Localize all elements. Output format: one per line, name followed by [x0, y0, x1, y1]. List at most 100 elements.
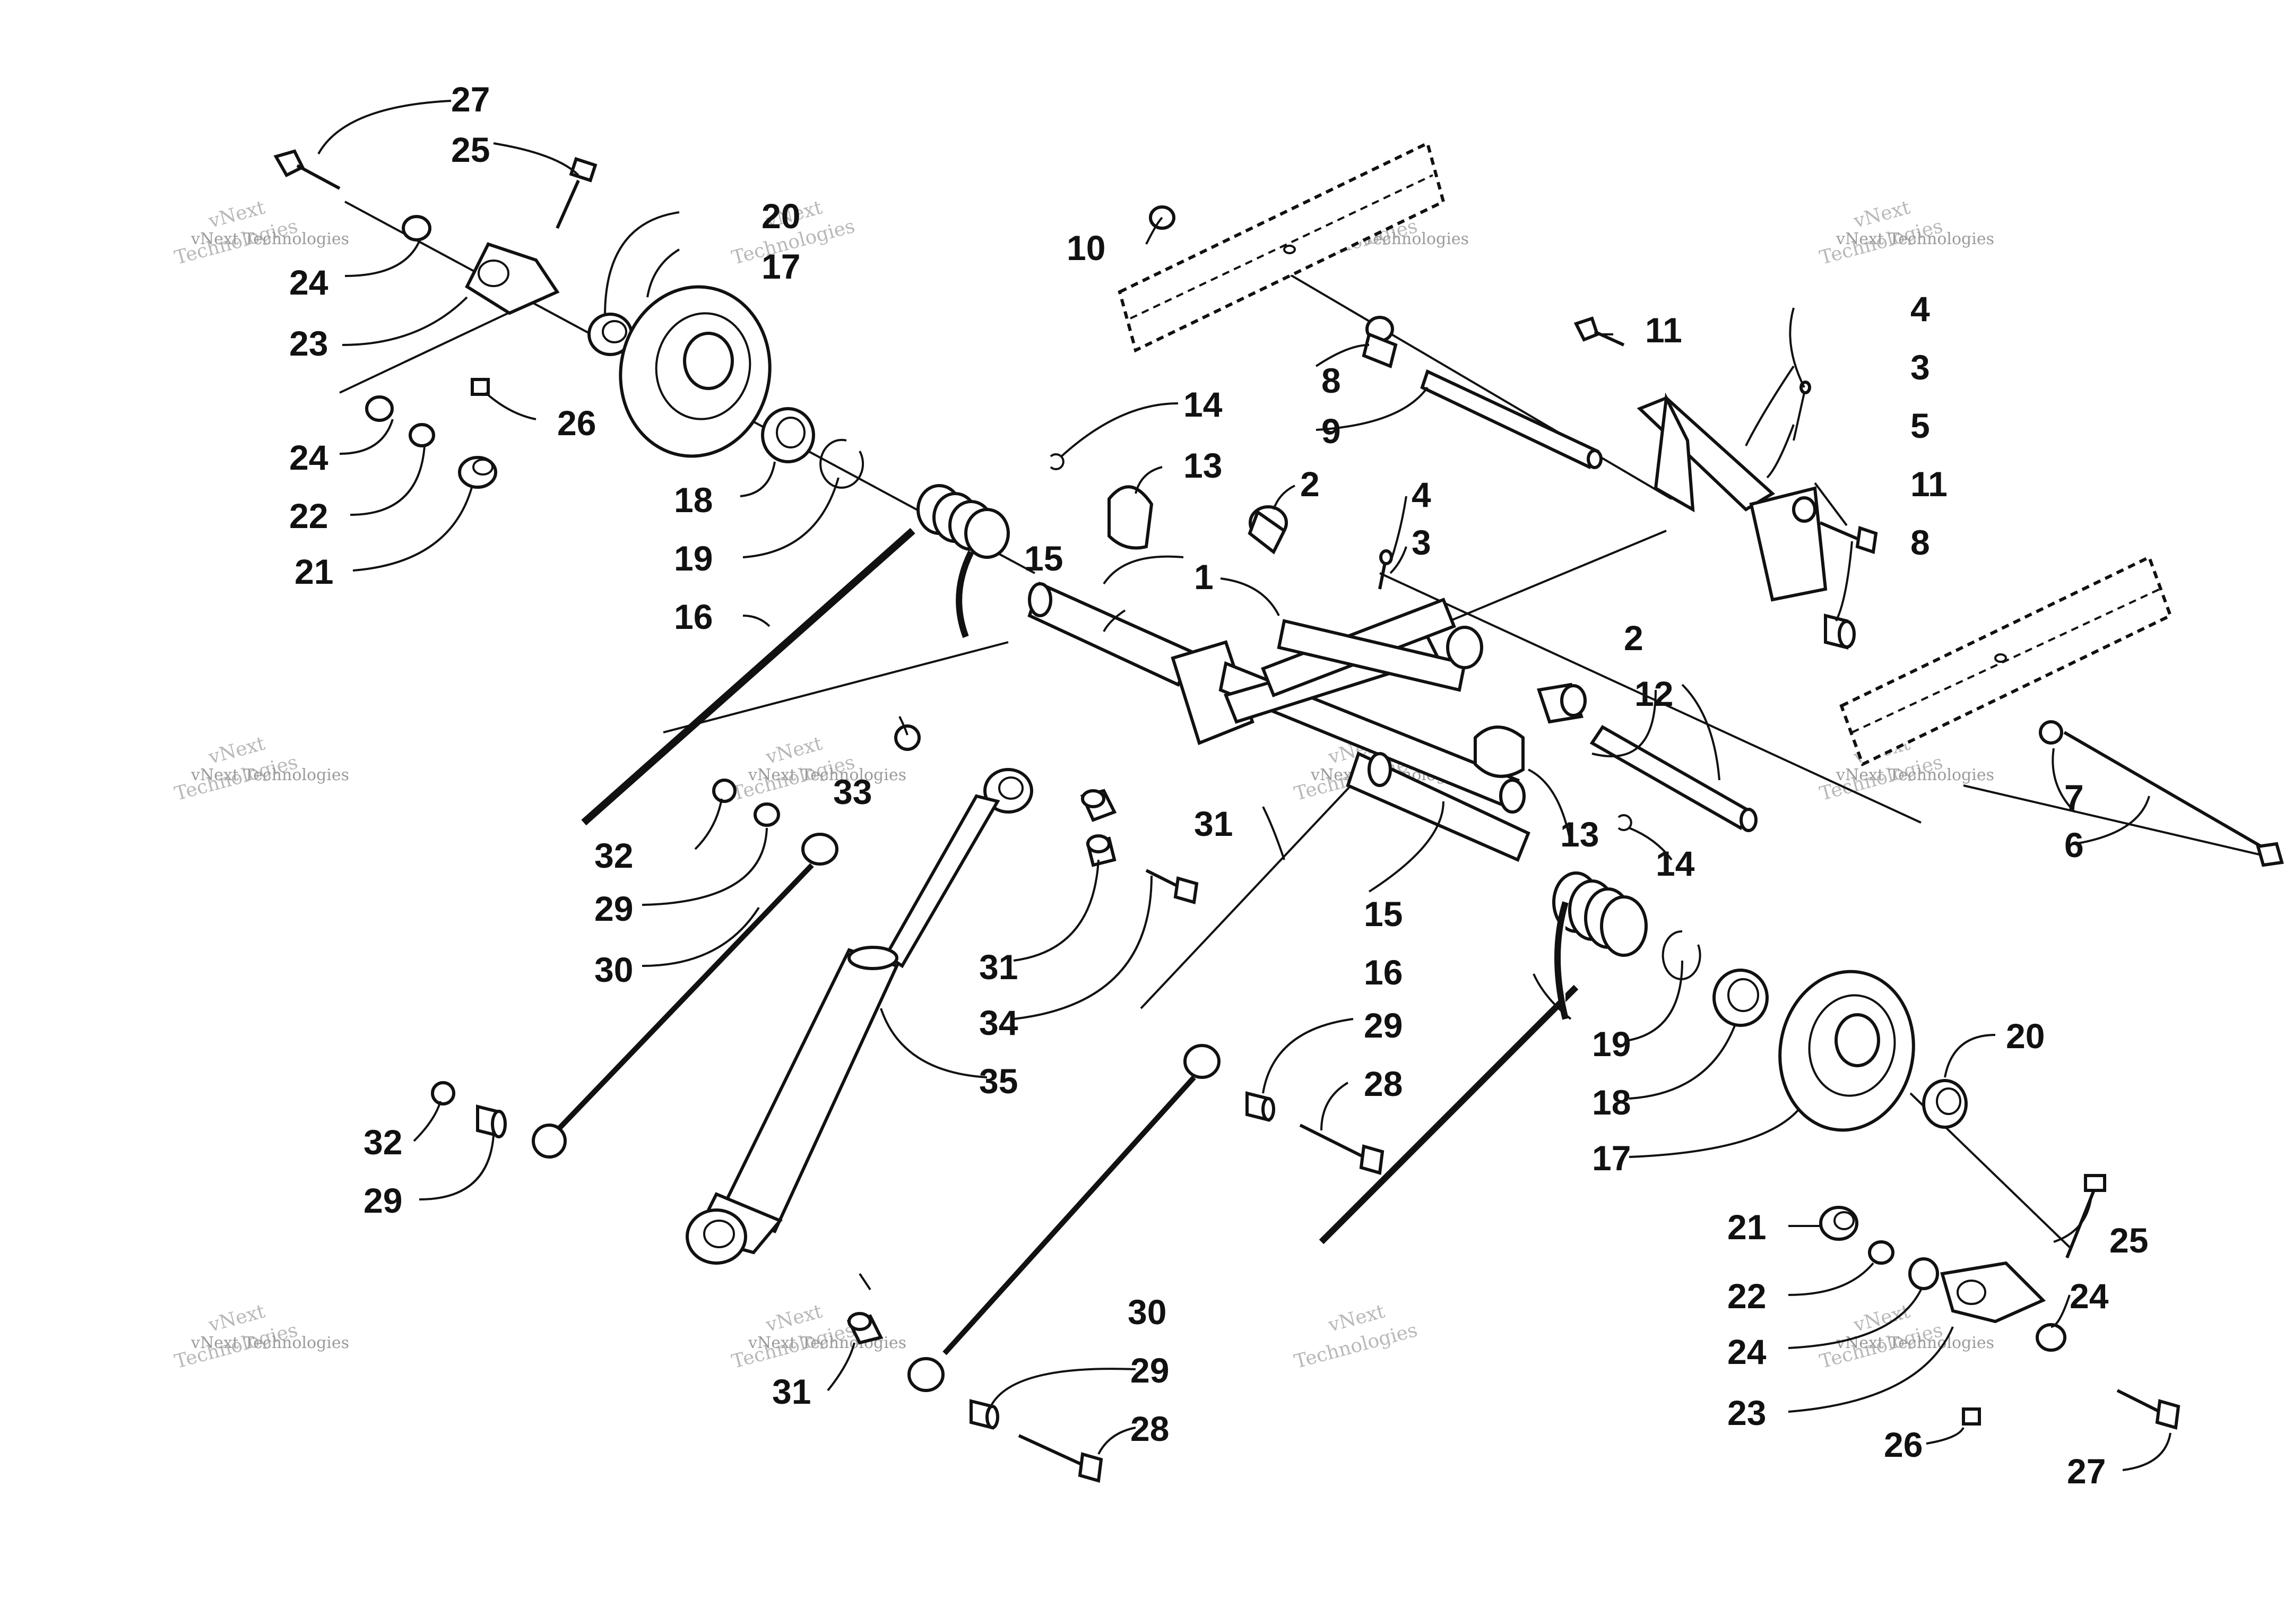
callout-26-lower: 26: [1884, 1425, 1923, 1464]
nut-32-top: [712, 779, 737, 803]
svg-text:vNext Technologies: vNext Technologies: [191, 766, 349, 784]
callout-4-right: 4: [1910, 289, 1930, 329]
snap-ring-19-top: [819, 438, 864, 489]
watermark: vNext Technologies vNext Technologies: [730, 1300, 906, 1373]
idler-wheel-17-top: [619, 285, 772, 458]
clip-3-top: [1793, 381, 1811, 441]
svg-text:vNext Technologies: vNext Technologies: [191, 1334, 349, 1352]
callout-2-top: 2: [1300, 464, 1320, 504]
callout-28-lower: 28: [1130, 1409, 1169, 1448]
callout-31-center: 31: [1194, 804, 1233, 843]
callout-12: 12: [1634, 674, 1673, 713]
callout-15-lower: 15: [1364, 894, 1403, 934]
leader-lines: [317, 100, 2171, 1471]
callout-32-top: 32: [594, 836, 633, 875]
callout-31-mid: 31: [979, 947, 1018, 987]
bearing-18-top: [761, 407, 815, 463]
callout-19-top: 19: [674, 539, 713, 578]
callout-1: 1: [1194, 557, 1214, 597]
callout-27-lower: 27: [2067, 1452, 2106, 1491]
watermarks: vNext Technologies vNext Technologies vN…: [172, 196, 1994, 1373]
watermark: vNext Technologies vNext Technologies: [730, 732, 906, 805]
bolt-27-lower: [2116, 1389, 2180, 1430]
snap-ring-14-lower: [1617, 814, 1632, 831]
washer-24-lower-right: [2036, 1323, 2066, 1352]
spacer-31-mid: [1086, 834, 1117, 867]
callout-16-lower: 16: [1364, 953, 1403, 992]
bushing-29-right: [1245, 1091, 1275, 1122]
callout-8-top: 8: [1321, 361, 1341, 400]
svg-text:vNext Technologies: vNext Technologies: [191, 230, 349, 248]
callout-22-top: 22: [289, 496, 328, 535]
bolt-11-right: [1819, 521, 1878, 554]
callout-17-lower: 17: [1592, 1138, 1631, 1178]
svg-text:vNext Technologies: vNext Technologies: [748, 766, 906, 784]
zerk-fitting-4: [1378, 549, 1393, 590]
shaft-9: [1420, 369, 1603, 469]
shaft-12: [1589, 725, 1758, 832]
callout-3-mid: 3: [1412, 523, 1431, 562]
nut-32-lower: [431, 1081, 455, 1105]
bolt-11-top: [1573, 316, 1625, 347]
bolt-34: [1145, 869, 1199, 904]
callout-11-right: 11: [1910, 464, 1948, 504]
svg-text:vNext Technologies: vNext Technologies: [1836, 1334, 1994, 1352]
callout-9: 9: [1321, 411, 1341, 451]
callout-25-top: 25: [451, 130, 490, 169]
shaft-15-left: [1027, 581, 1197, 687]
callout-24-top: 24: [289, 263, 328, 302]
washer-7: [2039, 720, 2063, 745]
rail-lower: [1839, 555, 2173, 767]
bushing-29-top: [754, 802, 780, 827]
svg-text:vNext Technologies: vNext Technologies: [748, 1334, 906, 1352]
nut-26-lower: [1962, 1407, 1981, 1426]
callout-21-lower: 21: [1727, 1207, 1766, 1247]
callout-17-top: 17: [762, 247, 800, 286]
bolt-27-top: [273, 149, 341, 190]
callout-29-lower: 29: [364, 1181, 402, 1220]
callout-23-top: 23: [289, 324, 328, 363]
bushing-2-left: [1248, 505, 1288, 555]
callout-30-lower: 30: [1128, 1292, 1166, 1332]
callout-14-top: 14: [1183, 385, 1223, 424]
callout-29-top: 29: [594, 889, 633, 928]
callout-31-lower: 31: [772, 1372, 811, 1411]
right-wheel-assembly: [1662, 930, 2180, 1430]
callout-13-top: 13: [1183, 446, 1222, 485]
callout-15-top: 15: [1024, 539, 1063, 578]
shock-absorber-35: [686, 724, 1033, 1265]
bumper-13-lower: [1474, 725, 1525, 778]
spacer-31-center: [1080, 789, 1117, 822]
callout-5: 5: [1910, 406, 1930, 445]
callout-19-lower: 19: [1592, 1024, 1631, 1064]
washer-22-lower: [1868, 1240, 1894, 1265]
spacer-31-lower: [846, 1312, 884, 1345]
callout-34: 34: [979, 1003, 1018, 1042]
nut-33: [894, 724, 921, 751]
callout-26-top: 26: [557, 403, 596, 443]
spacer-21-top: [458, 456, 497, 489]
callout-3-right: 3: [1910, 348, 1930, 387]
washer-24-lower-left: [1908, 1257, 1939, 1290]
bushing-2-right: [1537, 683, 1587, 724]
callout-18-lower: 18: [1592, 1083, 1631, 1122]
tensioner-block-23: [465, 242, 560, 315]
bushing-29-lower-right: [970, 1399, 999, 1430]
callout-24-mid: 24: [289, 438, 328, 477]
callout-10: 10: [1067, 228, 1105, 267]
bolt-25-top: [556, 157, 598, 229]
left-wheel-assembly: [273, 149, 864, 489]
callout-20-top: 20: [762, 196, 800, 236]
callout-2-right: 2: [1624, 618, 1643, 658]
washer-22-top: [409, 423, 435, 447]
washer-24-top: [402, 215, 431, 241]
mount-bracket-5: [1149, 205, 1878, 650]
watermark: vNext Technologies vNext Technologies: [172, 1300, 349, 1373]
callout-24-lower-left: 24: [1727, 1332, 1767, 1371]
callout-22-lower: 22: [1727, 1276, 1766, 1316]
bolt-6: [2039, 720, 2284, 867]
callout-23-lower: 23: [1727, 1393, 1766, 1432]
callout-25-lower: 25: [2109, 1221, 2148, 1260]
bushing-29-lower: [476, 1104, 507, 1138]
